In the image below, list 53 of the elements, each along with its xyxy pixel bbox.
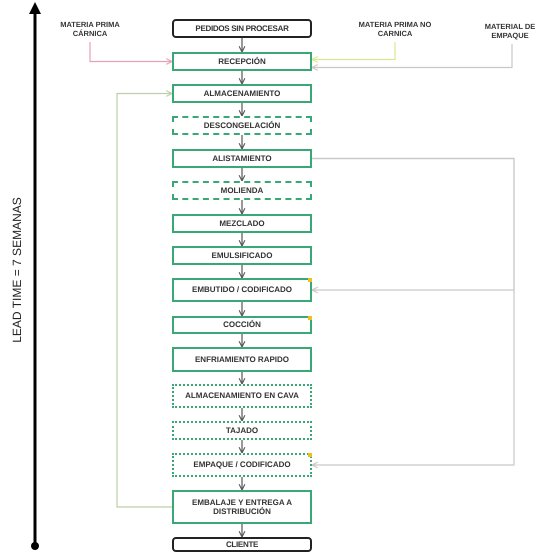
process-box bbox=[172, 490, 312, 524]
step-label: TAJADO bbox=[226, 426, 258, 436]
step-label: COCCIÓN bbox=[223, 320, 261, 330]
arrow bbox=[238, 103, 246, 117]
process-box bbox=[172, 149, 312, 168]
process-box bbox=[172, 278, 312, 302]
arrow bbox=[238, 477, 246, 491]
step-label: RECEPCIÓN bbox=[218, 56, 266, 66]
arrow bbox=[238, 38, 246, 53]
step-label: DESCONGELACIÓN bbox=[204, 120, 280, 130]
step-label: ENFRIAMIENTO RAPIDO bbox=[194, 354, 290, 364]
step-label: ALMACENAMIENTO EN CAVA bbox=[185, 391, 299, 401]
arrow bbox=[311, 158, 515, 468]
arrow bbox=[238, 168, 246, 182]
arrow bbox=[238, 524, 246, 538]
arrow bbox=[238, 334, 246, 348]
arrow bbox=[238, 440, 246, 454]
arrow bbox=[238, 265, 246, 279]
step-label: EMBALAJE Y ENTREGA A DISTRIBUCIÓN bbox=[190, 498, 293, 516]
process-box bbox=[172, 316, 312, 334]
process-box bbox=[172, 421, 312, 440]
process-box bbox=[172, 214, 312, 233]
axis-label: LEAD TIME = 7 SEMANAS bbox=[10, 196, 25, 345]
process-box bbox=[172, 453, 312, 477]
process-box bbox=[172, 52, 312, 71]
step-label: ALMACENAMIENTO bbox=[204, 88, 280, 98]
arrow bbox=[311, 42, 396, 63]
arrow bbox=[238, 233, 246, 247]
process-box bbox=[172, 384, 312, 408]
step-label: EMBUTIDO / CODIFICADO bbox=[192, 285, 292, 295]
process-box bbox=[172, 246, 312, 265]
terminal-box bbox=[172, 537, 312, 552]
step-label: EMULSIFICADO bbox=[212, 250, 272, 260]
step-label: MOLIENDA bbox=[220, 186, 264, 196]
arrow bbox=[238, 408, 246, 422]
step-label: PEDIDOS SIN PROCESAR bbox=[195, 24, 289, 34]
arrow bbox=[238, 200, 246, 215]
arrow bbox=[238, 71, 246, 85]
arrow bbox=[116, 90, 173, 508]
arrow bbox=[238, 372, 246, 385]
step-label: CLIENTE bbox=[226, 540, 258, 550]
step-label: MEZCLADO bbox=[219, 218, 265, 228]
process-box bbox=[172, 347, 312, 372]
terminal-box bbox=[172, 19, 312, 38]
arrow bbox=[89, 42, 173, 65]
arrow bbox=[311, 44, 513, 71]
arrow bbox=[238, 135, 246, 150]
step-label: ALISTAMIENTO bbox=[212, 154, 272, 164]
process-box bbox=[172, 84, 312, 103]
step-label: EMPAQUE / CODIFICADO bbox=[193, 460, 291, 470]
arrow bbox=[238, 302, 246, 317]
process-box bbox=[172, 116, 312, 135]
process-box bbox=[172, 181, 312, 200]
